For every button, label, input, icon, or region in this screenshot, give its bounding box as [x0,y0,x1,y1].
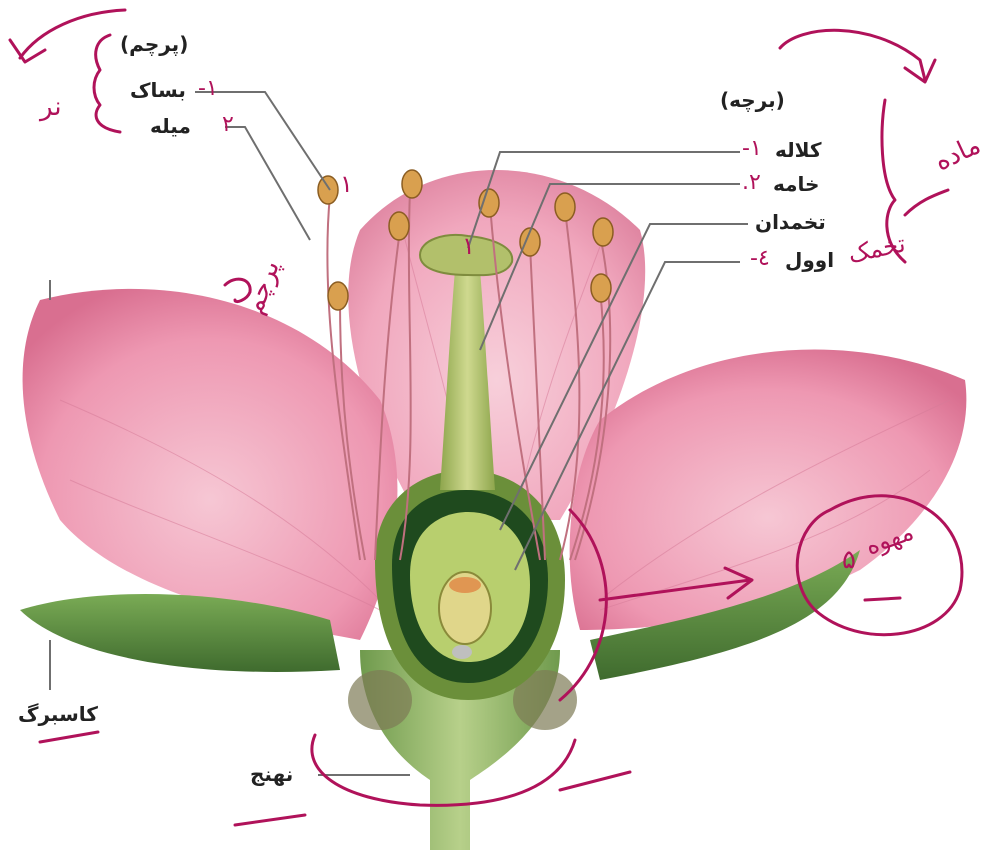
label-filament: میله [150,114,191,138]
label-pistil-group: (برچه) [720,88,785,112]
label-anther: بساک [130,78,186,102]
label-stamen-group: (پرچم) [120,32,188,56]
label-ovule: اوول [785,248,834,272]
hw-stamen: پرچم [239,256,286,318]
hw-ovule-num: ٤- [750,246,770,271]
leader-filament [225,127,310,240]
hw-stigma-num: ۱- [742,136,762,161]
hw-filament-num: ۲ [222,112,234,137]
label-receptacle: نهنج [250,762,293,786]
hw-style-num: ۲. [742,170,761,195]
hw-stigma-marker: ۱ [462,232,475,260]
label-style: خامه [773,172,819,196]
hw-anther-num: ۱- [198,76,218,101]
hw-petal-number: ۵ [842,545,856,575]
label-ovary: تخمدان [755,210,826,234]
leader-anther [195,92,330,190]
hw-male: نر [40,92,62,122]
label-stigma: کلاله [775,138,821,162]
hw-anther-marker: ۱ [340,170,353,198]
label-sepal: کاسبرگ [18,702,98,726]
